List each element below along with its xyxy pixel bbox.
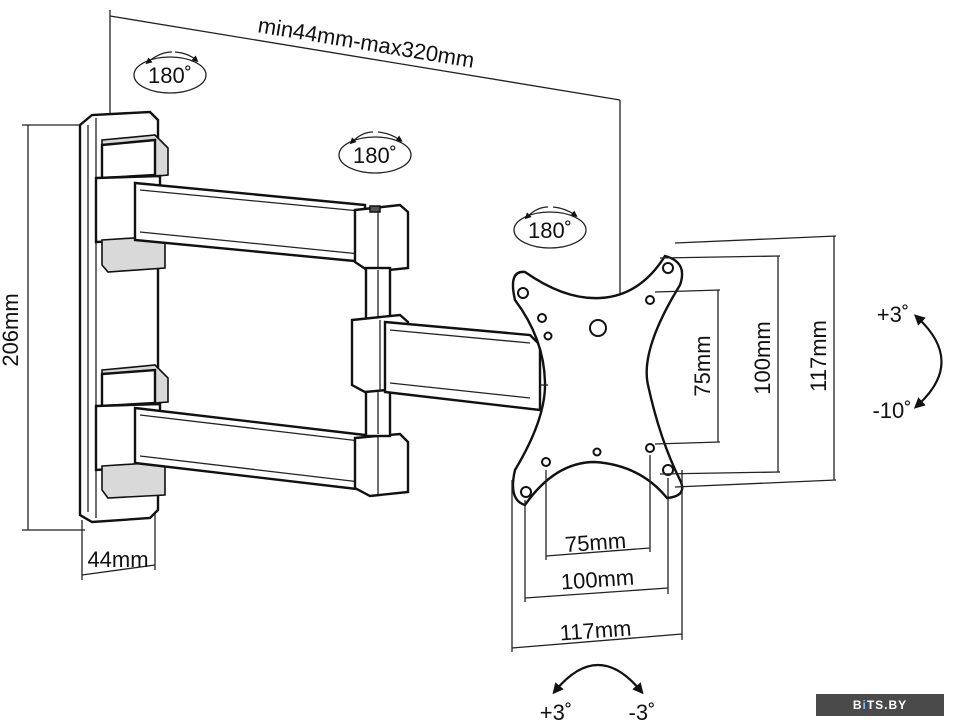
vesa-v117-label: 117mm: [806, 320, 831, 392]
rotation-wall: 180˚: [133, 51, 207, 94]
vesa-plate: [511, 254, 684, 507]
tilt-up-label: +3˚: [877, 302, 909, 327]
tilt-down-label: -10˚: [872, 398, 911, 423]
rotation-head-label: 180˚: [528, 218, 572, 243]
rotation-wall-label: 180˚: [148, 63, 192, 88]
vesa-hole-tl: [517, 287, 529, 299]
vesa-h75-label: 75mm: [564, 528, 627, 557]
extension-label: min44mm-max320mm: [256, 12, 476, 72]
vesa-hole-tr: [662, 262, 674, 274]
pivot-column: [364, 266, 392, 438]
rotation-middle: 180˚: [338, 131, 412, 174]
swivel-left-label: +3˚: [540, 700, 572, 725]
front-arm: [350, 313, 542, 412]
vesa-hole-br: [662, 464, 674, 476]
upper-arm: [133, 181, 410, 274]
watermark-badge: BiTS.BY: [816, 694, 944, 716]
vesa-vertical-dimensions: 75mm 100mm 117mm: [654, 235, 837, 488]
vesa-center-hole: [589, 319, 607, 337]
tilt-indicator: +3˚ -10˚: [872, 302, 943, 423]
vesa-h117-label: 117mm: [559, 616, 632, 646]
vesa-hole-bl: [520, 486, 532, 498]
swivel-right-label: -3˚: [629, 700, 656, 725]
rotation-head: 180˚: [513, 206, 587, 249]
vesa-horizontal-dimensions: 75mm 100mm 117mm: [511, 455, 683, 652]
vesa-v100-label: 100mm: [750, 321, 775, 394]
depth-dimension: 44mm: [81, 510, 156, 580]
swivel-indicator: +3˚ -3˚: [540, 664, 656, 725]
depth-label: 44mm: [87, 547, 148, 572]
lower-arm: [133, 406, 410, 498]
rotation-middle-label: 180˚: [353, 143, 397, 168]
vesa-v75-label: 75mm: [690, 335, 715, 396]
height-label: 206mm: [0, 293, 23, 366]
vesa-h100-label: 100mm: [560, 564, 635, 594]
height-dimension: 206mm: [0, 124, 85, 531]
